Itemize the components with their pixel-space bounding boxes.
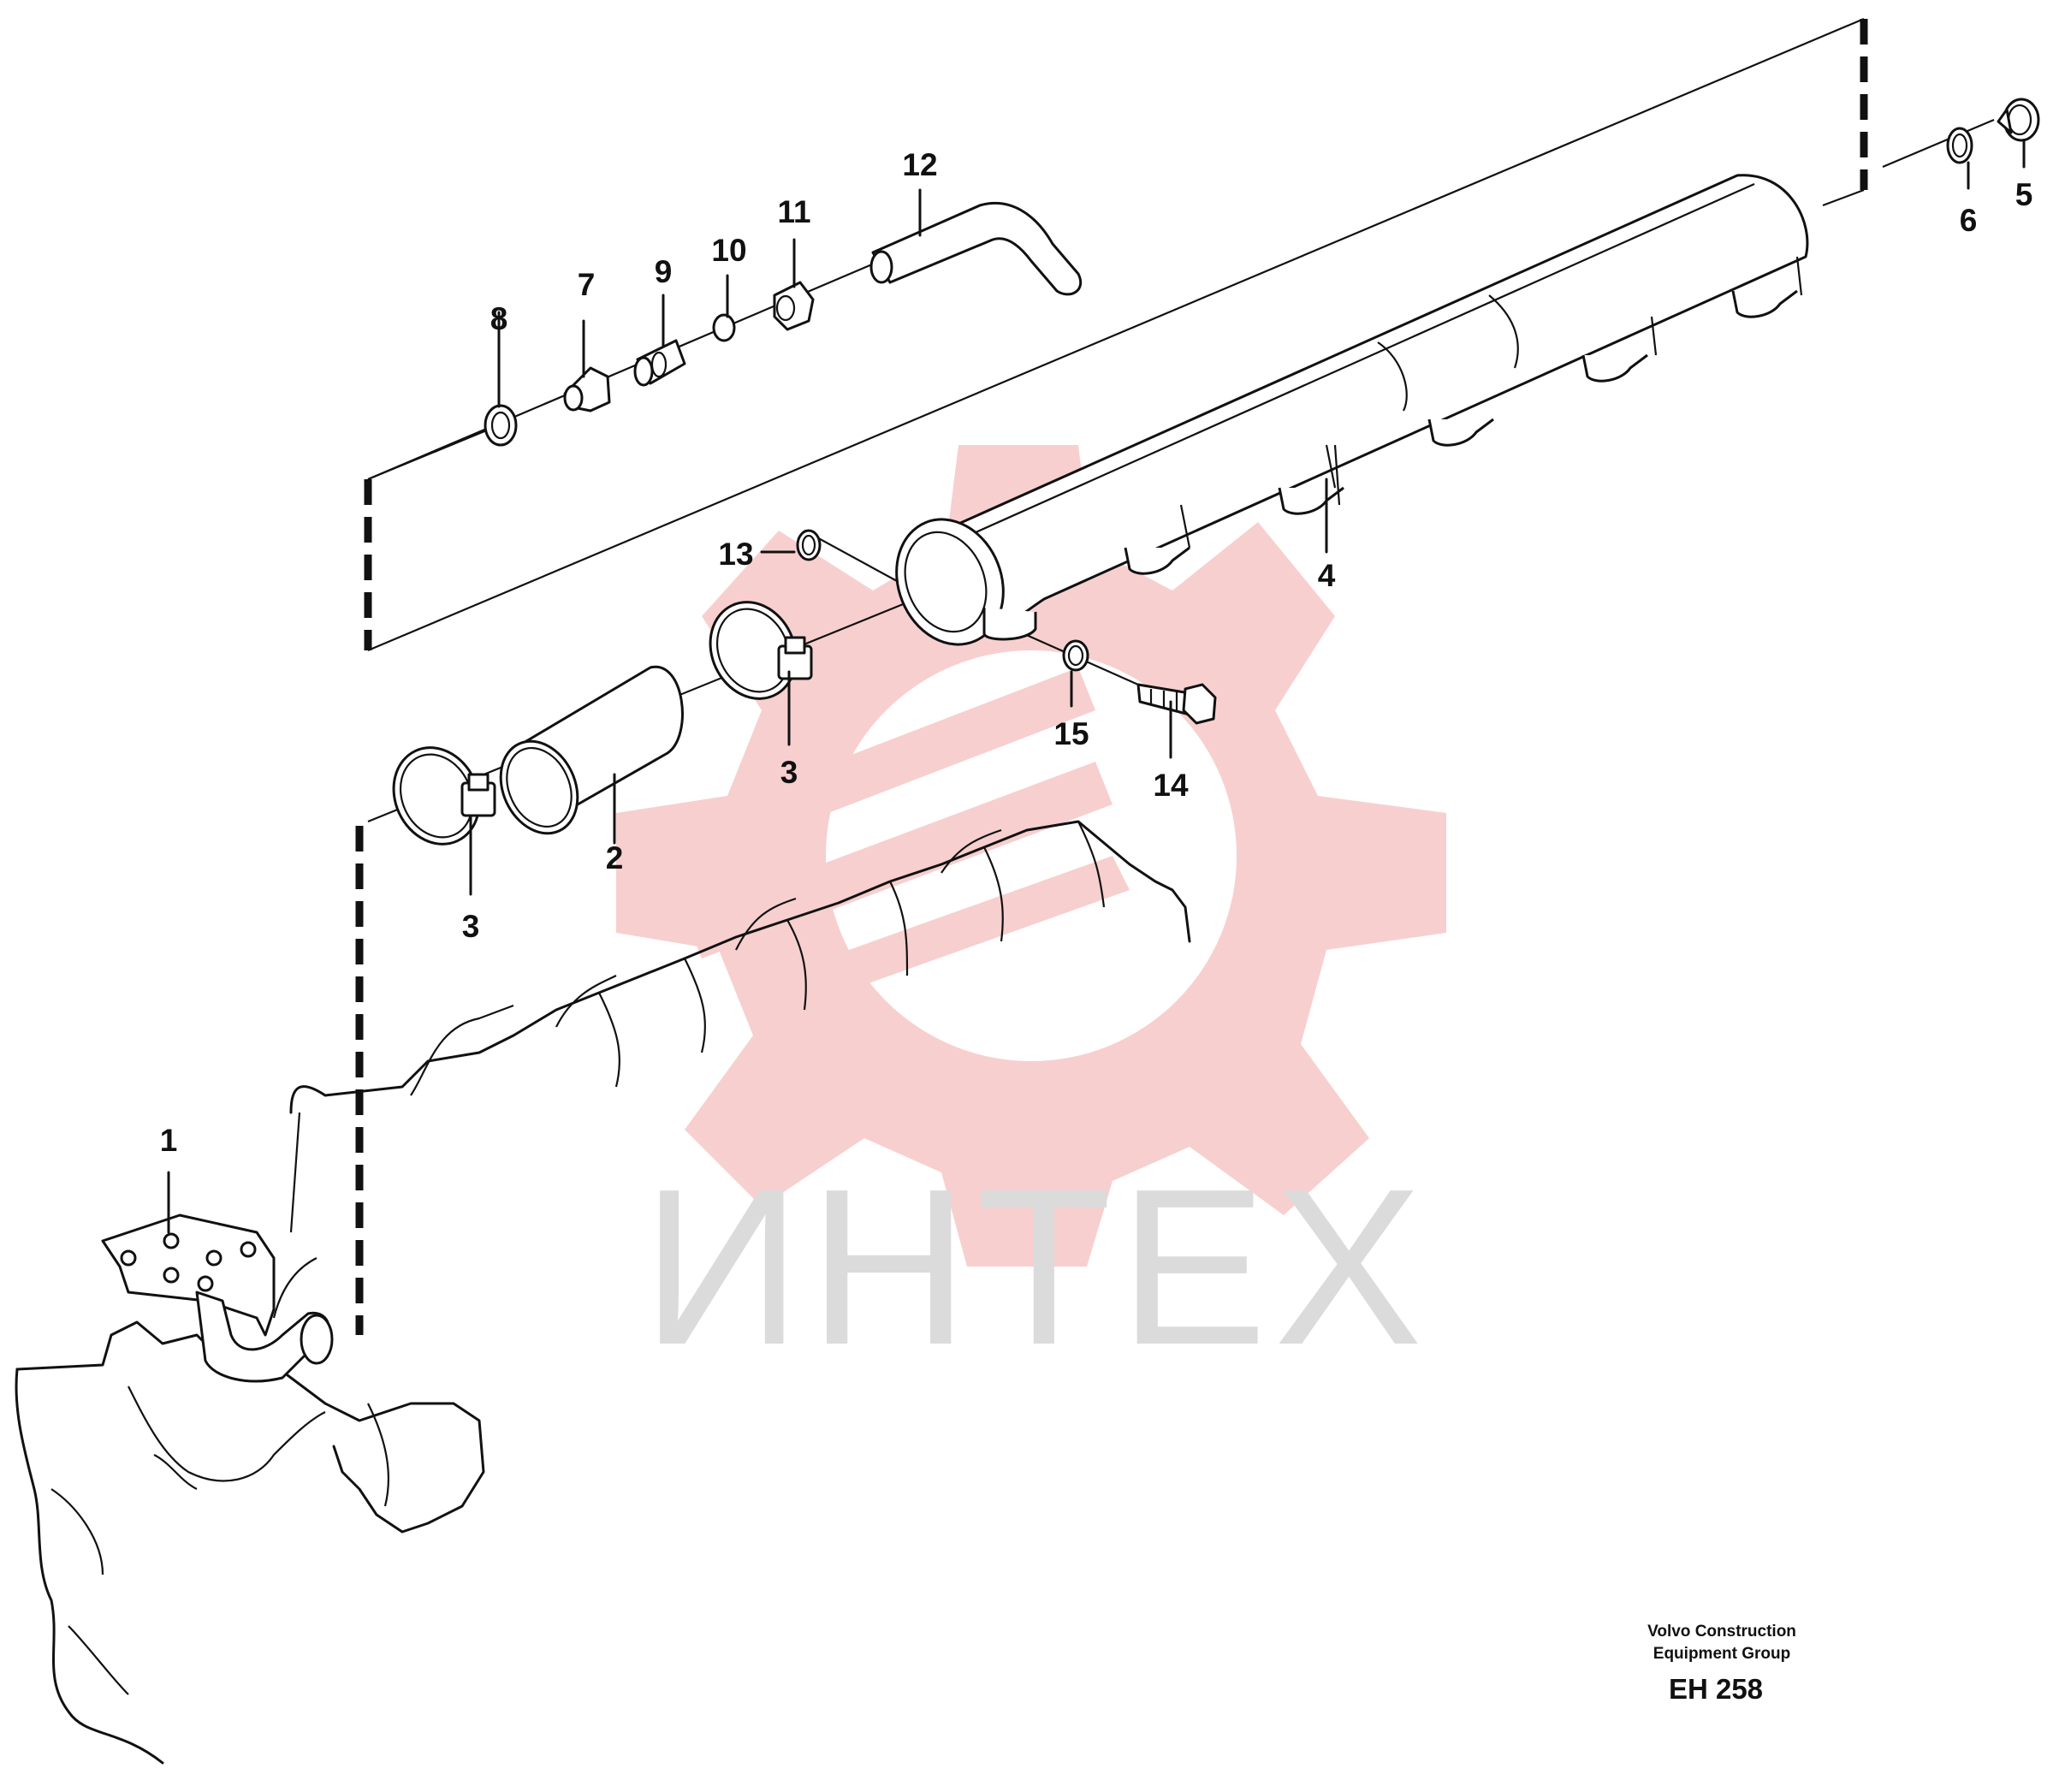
part-11-nut [773, 281, 815, 331]
part-2-hose-sleeve [499, 665, 684, 835]
callout-10: 10 [711, 233, 746, 268]
part-4-coolant-manifold [895, 174, 1809, 646]
part-13-washer [796, 529, 822, 561]
callout-6: 6 [1960, 203, 1978, 238]
part-5-plug [1997, 98, 2040, 142]
callout-13: 13 [718, 537, 753, 572]
credit-block: Volvo Construction Equipment Group EH 25… [1647, 1623, 1796, 1705]
callout-3b: 3 [780, 755, 798, 790]
credit-line-2: Equipment Group [1653, 1645, 1790, 1663]
callout-8: 8 [490, 301, 508, 336]
watermark-swoosh-2 [685, 762, 1113, 958]
part-12-bent-pipe [869, 201, 1082, 296]
callout-labels: 1 2 3 3 4 5 6 7 8 9 10 11 12 13 14 15 [160, 147, 2033, 1158]
part-9-nipple [633, 339, 686, 387]
diagram-code: EH 258 [1669, 1673, 1763, 1705]
watermark-swoosh-1 [633, 668, 1095, 881]
callout-12: 12 [902, 147, 937, 182]
callout-1: 1 [160, 1123, 178, 1158]
part-3-hose-clamp-upper [709, 601, 813, 700]
callout-9: 9 [655, 254, 673, 289]
part-8-washer [484, 404, 518, 447]
callout-7: 7 [578, 267, 596, 302]
watermark-gear [616, 445, 1446, 1267]
watermark-text: ИНТЕХ [642, 1143, 1429, 1391]
part-6-washer [1946, 127, 1973, 164]
part-14-bolt [1136, 683, 1217, 725]
credit-line-1: Volvo Construction [1647, 1623, 1796, 1641]
callout-14: 14 [1153, 768, 1189, 803]
callout-3a: 3 [462, 909, 480, 944]
part-1-housing [101, 1213, 334, 1383]
callout-2: 2 [606, 840, 624, 875]
engine-block-outline [15, 820, 1191, 1765]
watermark-swoosh-3 [753, 856, 1130, 1018]
callout-5: 5 [2015, 177, 2033, 212]
callout-11: 11 [777, 194, 810, 229]
callout-4: 4 [1318, 558, 1336, 593]
part-7-adapter [563, 366, 611, 412]
part-10-sleeve [712, 313, 736, 342]
watermark-gear-logo: ИНТЕХ [616, 445, 1446, 1391]
leader-lines [167, 139, 2026, 1234]
part-3-hose-clamp-lower [392, 746, 496, 846]
callout-15: 15 [1053, 716, 1089, 751]
part-15-washer [1062, 639, 1089, 672]
